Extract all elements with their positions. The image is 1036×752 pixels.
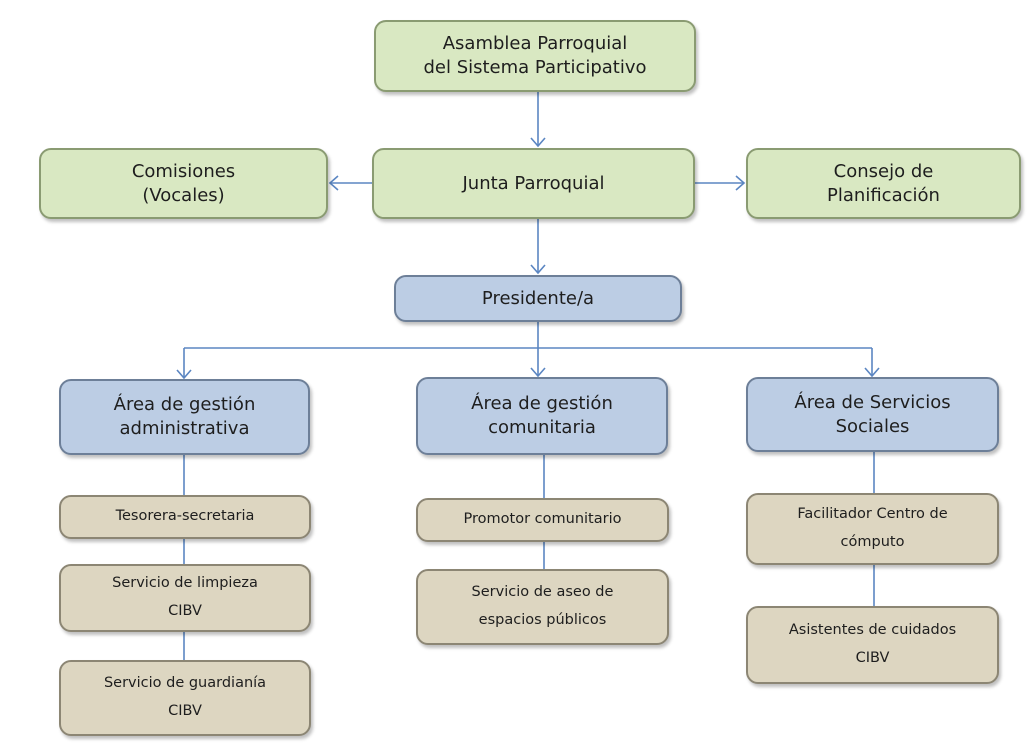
asistentes-node: Asistentes de cuidados CIBV — [746, 606, 999, 684]
aseo-label: Servicio de aseo de espacios públicos — [471, 584, 614, 628]
promotor-node: Promotor comunitario — [416, 498, 669, 542]
asistentes-label: Asistentes de cuidados CIBV — [788, 622, 957, 666]
asamblea-label: Asamblea Parroquial del Sistema Particip… — [423, 33, 647, 78]
guardiania-node: Servicio de guardianía CIBV — [59, 660, 311, 736]
aseo-node: Servicio de aseo de espacios públicos — [416, 569, 669, 645]
presidente-node: Presidente/a — [394, 275, 682, 322]
area-comunitaria-label: Área de gestión comunitaria — [471, 393, 613, 438]
limpieza-label: Servicio de limpieza CIBV — [112, 575, 258, 619]
consejo-label: Consejo de Planificación — [827, 160, 940, 206]
area-administrativa-label: Área de gestión administrativa — [113, 394, 256, 439]
area-servicios-label: Área de Servicios Sociales — [794, 391, 951, 437]
tesorera-node: Tesorera-secretaria — [59, 495, 311, 539]
comisiones-node: Comisiones (Vocales) — [39, 148, 328, 219]
area-comunitaria-node: Área de gestión comunitaria — [416, 377, 668, 455]
promotor-label: Promotor comunitario — [463, 511, 622, 528]
asamblea-node: Asamblea Parroquial del Sistema Particip… — [374, 20, 696, 92]
comisiones-label: Comisiones (Vocales) — [131, 160, 236, 206]
junta-node: Junta Parroquial — [372, 148, 695, 219]
presidente-label: Presidente/a — [481, 287, 595, 309]
junta-label: Junta Parroquial — [462, 172, 605, 194]
tesorera-label: Tesorera-secretaria — [115, 508, 255, 525]
facilitador-label: Facilitador Centro de cómputo — [797, 506, 948, 550]
consejo-node: Consejo de Planificación — [746, 148, 1021, 219]
limpieza-node: Servicio de limpieza CIBV — [59, 564, 311, 632]
facilitador-node: Facilitador Centro de cómputo — [746, 493, 999, 565]
area-administrativa-node: Área de gestión administrativa — [59, 379, 310, 455]
guardiania-label: Servicio de guardianía CIBV — [103, 675, 267, 719]
area-servicios-node: Área de Servicios Sociales — [746, 377, 999, 452]
